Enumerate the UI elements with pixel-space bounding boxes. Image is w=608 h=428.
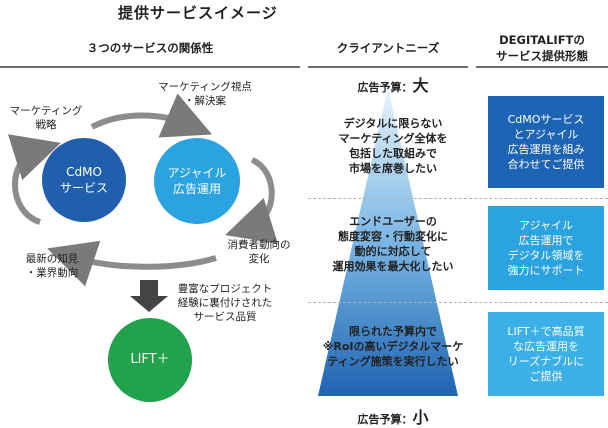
form-1-line4: 合わせてご提供	[507, 158, 585, 171]
form-1-line1: CdMOサービス	[507, 113, 585, 126]
form-2-line3: デジタル領域を	[507, 249, 585, 262]
form-1-line2: とアジャイル	[513, 128, 579, 141]
label-consumer-1: 消費者動向の	[227, 239, 291, 251]
form-2-line1: アジャイル	[518, 219, 573, 232]
need-3-line3: ティング施策を実行したい	[327, 355, 459, 368]
cdmo-line1: CdMO	[66, 165, 102, 179]
label-project: 豊富なプロジェクト 経験に裏付けされた サービス品質	[170, 282, 280, 324]
label-knowledge: 最新の知見 ・業界動向	[12, 252, 92, 280]
header-relation: ３つのサービスの関係性	[86, 41, 214, 55]
cdmo-circle: CdMO サービス	[42, 138, 126, 222]
form-3-line3: リーズナブルに	[507, 355, 585, 368]
form-box-1: CdMOサービス とアジャイル 広告運用を組み 合わせてご提供	[488, 96, 604, 188]
arrow-left-loop	[7, 134, 61, 225]
divider-1	[308, 198, 608, 199]
form-box-2: アジャイル 広告運用で デジタル領域を 強力にサポート	[488, 206, 604, 290]
budget-triangle	[318, 88, 458, 396]
label-knowledge-1: 最新の知見	[25, 253, 79, 265]
form-3-line2: な広告運用を	[512, 340, 579, 353]
need-1-line3: 包括した取組みで	[349, 147, 437, 160]
label-viewpoint-1: マーケティング視点	[158, 81, 252, 93]
budget-top: 広告予算：大	[318, 72, 468, 96]
cdmo-line2: サービス	[59, 181, 108, 195]
arrow-bottom	[47, 240, 217, 287]
need-2-line4: 運用効果を最大化したい	[332, 260, 454, 273]
need-3: 限られた予算内で ※RoIの高いデジタルマーケ ティング施策を実行したい	[318, 324, 468, 369]
need-2-line2: 態度変容・行動変化に	[338, 230, 448, 243]
label-consumer-2: 変化	[248, 253, 270, 265]
arrow-down	[130, 280, 168, 312]
label-marketing-strategy-2: 戦略	[35, 119, 57, 131]
need-2-line3: 動的に対応して	[354, 245, 432, 258]
form-3-line4: ご提供	[529, 370, 563, 383]
need-1: デジタルに限らない マーケティング全体を 包括した取組みで 市場を席巻したい	[318, 116, 468, 176]
need-1-line4: 市場を席巻したい	[349, 162, 437, 175]
budget-bottom: 広告予算：小	[318, 404, 468, 428]
label-viewpoint: マーケティング視点 ・解決案	[140, 80, 270, 108]
diagram-title: 提供サービスイメージ	[118, 4, 278, 22]
lift-label: LIFT＋	[130, 352, 170, 367]
arrow-top	[90, 93, 213, 138]
label-marketing-strategy-1: マーケティング	[9, 105, 83, 117]
need-3-line2: ※RoIの高いデジタルマーケ	[322, 340, 464, 353]
budget-top-value: 大	[412, 76, 429, 95]
header-rule-right	[476, 66, 608, 68]
header-needs: クライアントニーズ	[336, 41, 440, 55]
label-project-1: 豊富なプロジェクト	[177, 283, 273, 295]
label-viewpoint-2: ・解決案	[184, 95, 226, 107]
divider-2	[308, 302, 608, 303]
budget-bottom-value: 小	[412, 408, 429, 427]
header-forms: DEGITALIFTの サービス提供形態	[476, 32, 608, 64]
label-consumer: 消費者動向の 変化	[214, 238, 304, 266]
form-1-line3: 広告運用を組み	[507, 143, 585, 156]
label-marketing-strategy: マーケティング 戦略	[0, 104, 92, 132]
header-forms-line1: DEGITALIFTの	[499, 33, 585, 47]
need-1-line1: デジタルに限らない	[343, 117, 443, 130]
form-2-line2: 広告運用で	[518, 234, 574, 247]
budget-top-label: 広告予算：	[357, 81, 413, 94]
label-project-3: サービス品質	[193, 311, 257, 323]
arrow-right-loop	[225, 157, 279, 244]
need-1-line2: マーケティング全体を	[338, 132, 448, 145]
form-2-line4: 強力にサポート	[507, 264, 585, 277]
need-2-line1: エンドユーザーの	[349, 215, 437, 228]
header-rule-left	[0, 66, 300, 68]
form-3-line1: LIFT＋で高品質	[507, 325, 585, 338]
form-box-3: LIFT＋で高品質 な広告運用を リーズナブルに ご提供	[488, 312, 604, 396]
header-rule-mid	[308, 66, 468, 68]
label-project-2: 経験に裏付けされた	[177, 297, 273, 309]
agile-circle: アジャイル 広告運用	[154, 138, 240, 224]
lift-circle: LIFT＋	[108, 318, 192, 402]
agile-line1: アジャイル	[167, 166, 227, 180]
label-knowledge-2: ・業界動向	[25, 267, 79, 279]
need-2: エンドユーザーの 態度変容・行動変化に 動的に対応して 運用効果を最大化したい	[318, 214, 468, 274]
need-3-line1: 限られた予算内で	[349, 325, 437, 338]
header-forms-line2: サービス提供形態	[496, 49, 588, 63]
budget-bottom-label: 広告予算：	[357, 413, 413, 426]
agile-line2: 広告運用	[172, 182, 221, 196]
